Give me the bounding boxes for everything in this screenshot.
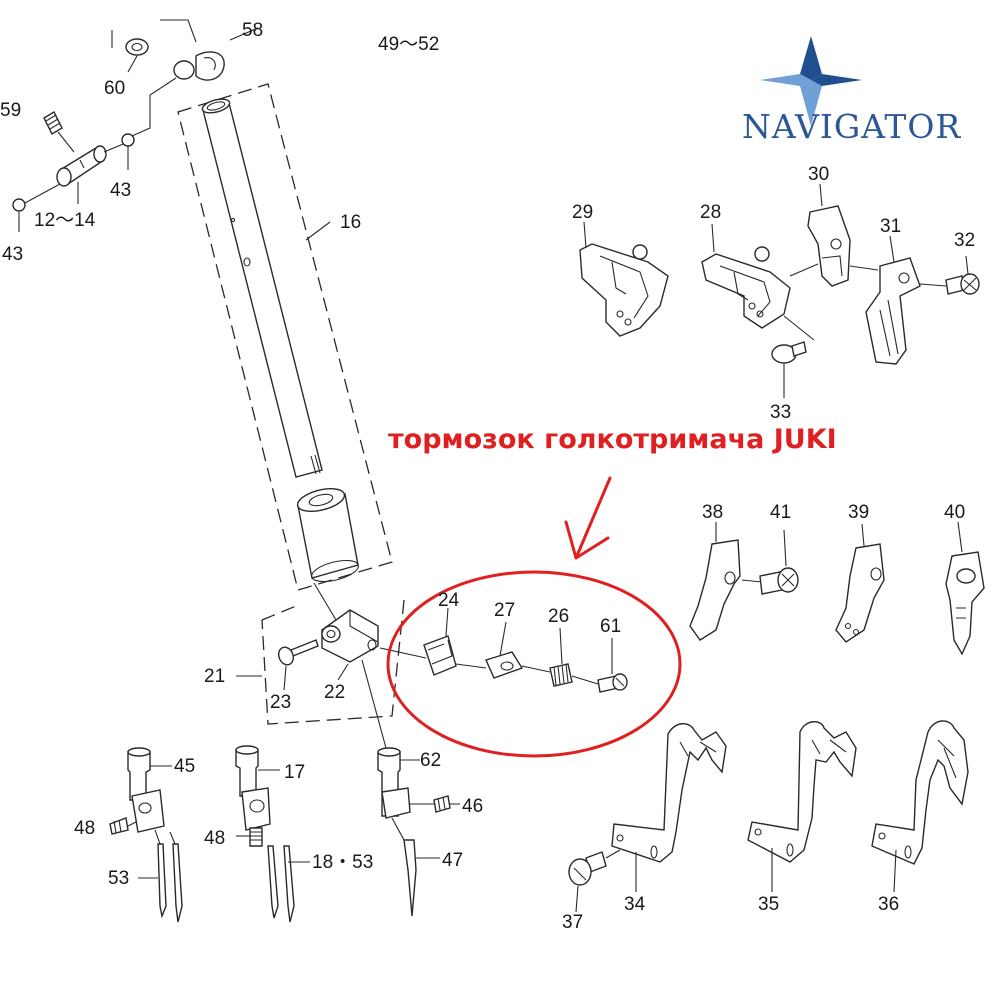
needle-clamp-17	[235, 745, 310, 923]
part-label-41: 41	[770, 502, 791, 523]
part-number-labels: 58 49～52 60 59 43 12～14 43 16 29 28 30 3…	[0, 20, 975, 933]
logo-text: NAVIGATOR	[742, 107, 961, 146]
part-label-34: 34	[624, 894, 646, 915]
needle-clamp-45	[109, 747, 183, 923]
navigator-logo: NAVIGATOR	[742, 36, 961, 146]
thread-guide-28	[701, 223, 819, 398]
part-label-37: 37	[562, 912, 583, 933]
thread-guide-31	[865, 235, 980, 365]
part-label-32: 32	[954, 230, 975, 251]
part-label-36: 36	[878, 894, 899, 915]
part-label-48-left: 48	[74, 818, 95, 839]
part-label-39: 39	[848, 502, 869, 523]
part-label-43-right: 43	[110, 180, 131, 201]
part-label-26: 26	[548, 606, 569, 627]
part-label-33: 33	[770, 402, 791, 423]
highlight-annotation: тормозок голкотримача JUKI	[386, 424, 837, 758]
part-label-46: 46	[462, 796, 483, 817]
part-label-28: 28	[700, 202, 721, 223]
part-label-53: 53	[108, 868, 129, 889]
part-label-58: 58	[242, 20, 263, 41]
part-label-43-left: 43	[2, 244, 23, 265]
compass-star-icon	[760, 36, 862, 126]
part-label-62: 62	[420, 750, 441, 771]
pointer-arrow	[564, 476, 612, 560]
plate-39	[835, 523, 885, 643]
annotation-label: тормозок голкотримача JUKI	[388, 424, 837, 455]
part-label-24: 24	[438, 590, 460, 611]
part-label-47: 47	[442, 850, 463, 871]
needle-bar-clamp	[236, 599, 427, 749]
part-label-38: 38	[702, 502, 723, 523]
part-label-12-14: 12～14	[34, 210, 96, 231]
plate-38	[689, 522, 763, 641]
part-label-49-52: 49～52	[378, 34, 439, 55]
part-label-35: 35	[758, 894, 779, 915]
needle-bar-brake-group	[423, 607, 628, 693]
bracket-36	[871, 720, 969, 893]
needle-bar-tube	[177, 83, 393, 621]
part-label-59: 59	[0, 100, 21, 121]
screw-37	[568, 849, 621, 913]
screw-41	[759, 529, 799, 595]
part-label-27: 27	[494, 600, 515, 621]
part-label-61: 61	[600, 616, 621, 637]
needle-clamp-62	[377, 747, 460, 917]
part-label-29: 29	[572, 202, 593, 223]
part-label-40: 40	[944, 502, 965, 523]
part-label-17: 17	[284, 762, 305, 783]
top-left-linkage	[12, 19, 259, 232]
thread-guide-40	[945, 521, 985, 656]
part-label-31: 31	[880, 216, 901, 237]
bracket-35	[747, 721, 857, 892]
part-label-18-53: 18・53	[312, 852, 373, 873]
part-label-30: 30	[808, 164, 829, 185]
part-label-16: 16	[340, 212, 361, 233]
part-label-21: 21	[204, 666, 225, 687]
part-label-48-mid: 48	[204, 828, 225, 849]
thread-guide-30	[807, 183, 879, 287]
part-label-45: 45	[174, 756, 195, 777]
highlight-circle	[386, 570, 682, 758]
thread-guide-29	[579, 221, 669, 337]
part-label-23: 23	[270, 692, 291, 713]
bracket-34	[611, 723, 727, 892]
part-label-60: 60	[104, 78, 125, 99]
part-label-22: 22	[324, 682, 345, 703]
